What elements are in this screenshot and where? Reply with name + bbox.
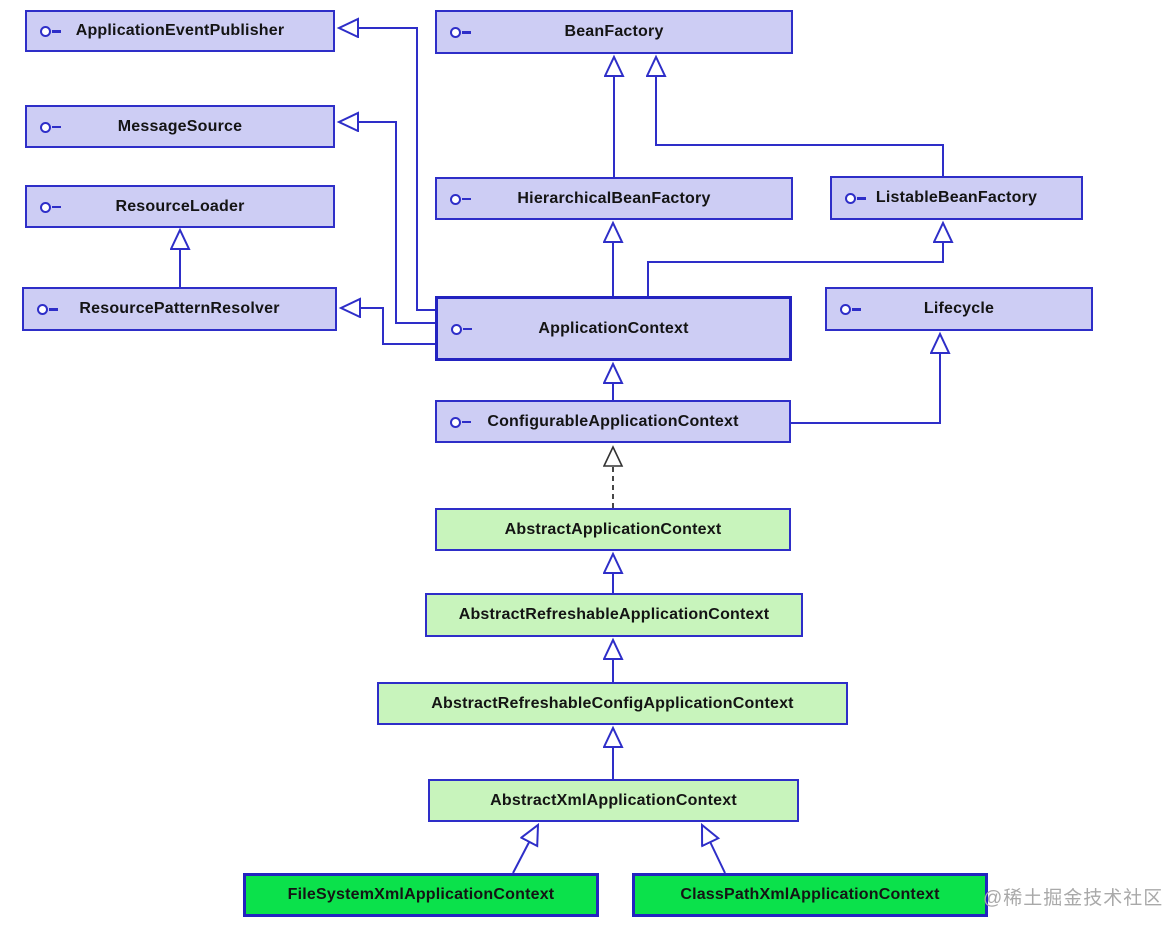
interface-icon	[450, 193, 472, 205]
edge-application-context-to-message-source	[339, 122, 436, 324]
edge-file-system-xml-application-context-to-abstract-xml-application-context	[512, 825, 538, 874]
interface-icon	[840, 303, 862, 315]
node-resource-loader: ResourceLoader	[25, 185, 335, 228]
node-label: BeanFactory	[564, 23, 664, 40]
node-label: MessageSource	[117, 117, 243, 135]
node-application-event-publisher: ApplicationEventPublisher	[25, 10, 335, 52]
edge-configurable-application-context-to-lifecycle	[791, 334, 940, 424]
interface-icon	[40, 121, 62, 133]
node-application-context: ApplicationContext	[435, 296, 792, 361]
node-message-source: MessageSource	[25, 105, 335, 148]
edge-class-path-xml-application-context-to-abstract-xml-application-context	[702, 825, 726, 874]
node-file-system-xml-application-context: FileSystemXmlApplicationContext	[243, 873, 599, 917]
node-bean-factory: BeanFactory	[435, 10, 793, 54]
watermark-text: @稀土掘金技术社区	[983, 888, 1164, 909]
interface-icon	[845, 192, 867, 204]
node-label: ListableBeanFactory	[875, 189, 1038, 206]
node-label: AbstractRefreshableConfigApplicationCont…	[431, 694, 794, 712]
node-abstract-application-context: AbstractApplicationContext	[435, 508, 791, 551]
node-label: HierarchicalBeanFactory	[517, 189, 711, 207]
node-label: ResourcePatternResolver	[79, 300, 280, 317]
node-label: ResourceLoader	[115, 197, 245, 215]
node-label: ClassPathXmlApplicationContext	[680, 886, 940, 903]
node-hierarchical-bean-factory: HierarchicalBeanFactory	[435, 177, 793, 220]
node-lifecycle: Lifecycle	[825, 287, 1093, 331]
node-listable-bean-factory: ListableBeanFactory	[830, 176, 1083, 220]
edge-application-context-to-listable-bean-factory	[647, 223, 943, 296]
node-label: Lifecycle	[923, 300, 995, 317]
edge-application-context-to-application-event-publisher	[339, 28, 436, 311]
node-label: ApplicationEventPublisher	[75, 22, 285, 39]
interface-icon	[450, 26, 472, 38]
node-class-path-xml-application-context: ClassPathXmlApplicationContext	[632, 873, 988, 917]
node-abstract-refreshable-config-application-context: AbstractRefreshableConfigApplicationCont…	[377, 682, 848, 725]
node-label: ApplicationContext	[538, 319, 689, 337]
interface-icon	[40, 201, 62, 213]
node-label: AbstractRefreshableApplicationContext	[458, 606, 770, 623]
node-configurable-application-context: ConfigurableApplicationContext	[435, 400, 791, 443]
edge-listable-bean-factory-to-bean-factory	[656, 57, 944, 176]
interface-icon	[40, 25, 62, 37]
node-label: ConfigurableApplicationContext	[487, 412, 739, 430]
interface-icon	[37, 303, 59, 315]
node-abstract-refreshable-application-context: AbstractRefreshableApplicationContext	[425, 593, 803, 637]
interface-icon	[451, 323, 473, 335]
node-label: AbstractApplicationContext	[504, 520, 722, 538]
node-label: AbstractXmlApplicationContext	[490, 791, 737, 809]
node-abstract-xml-application-context: AbstractXmlApplicationContext	[428, 779, 799, 822]
interface-icon	[450, 416, 472, 428]
node-label: FileSystemXmlApplicationContext	[287, 886, 555, 903]
node-resource-pattern-resolver: ResourcePatternResolver	[22, 287, 337, 331]
edge-application-context-to-resource-pattern-resolver	[341, 308, 436, 345]
